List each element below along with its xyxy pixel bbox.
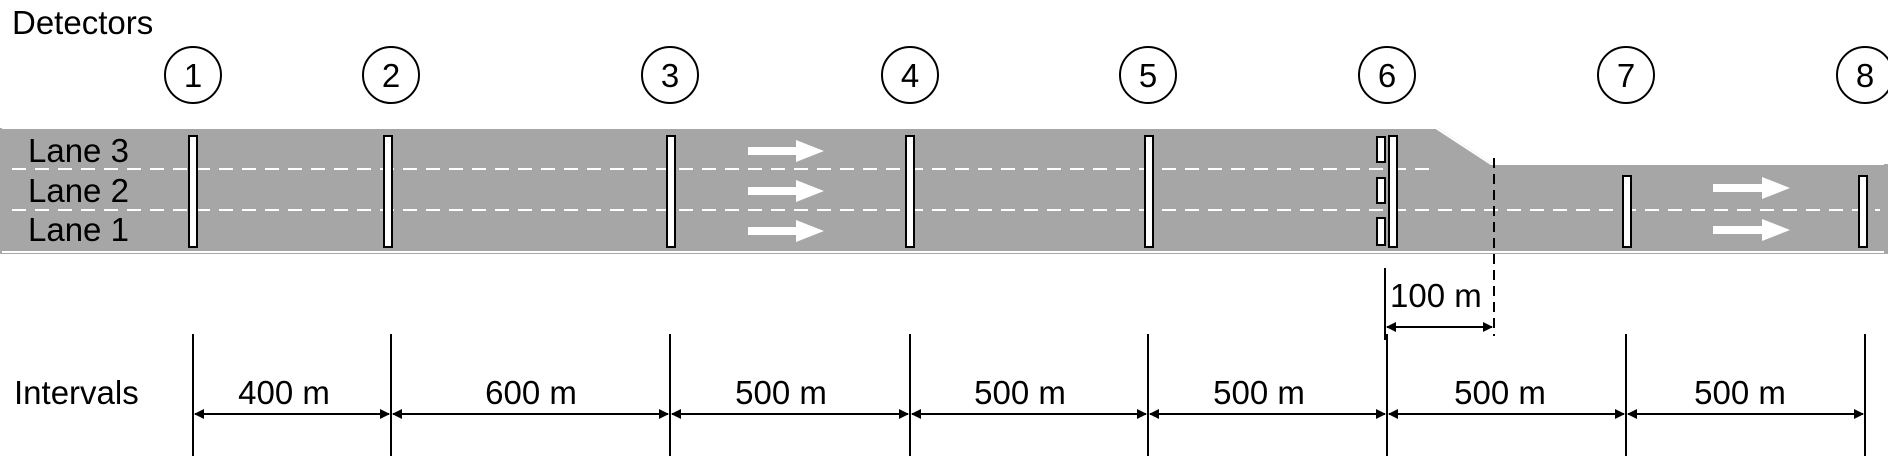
detector-loop-5 [1144, 135, 1154, 248]
detector-badge-4: 4 [881, 46, 939, 104]
lane-label-3: Lane 3 [28, 132, 129, 169]
detector-loop-3 [666, 135, 676, 248]
detector-number: 8 [1856, 57, 1874, 94]
interval-label-5: 500 m [1213, 374, 1305, 411]
detector-badge-8: 8 [1836, 46, 1888, 104]
lane-label-2: Lane 2 [28, 172, 129, 209]
road-top-edge [2, 127, 1884, 165]
interval-label-2: 600 m [485, 374, 577, 411]
traffic-arrow-icon [1713, 219, 1790, 241]
interval-label-4: 500 m [974, 374, 1066, 411]
detector-loop-6a-lane1 [1376, 217, 1386, 246]
interval-labels: 400 m 600 m 500 m 500 m 500 m 500 m 500 … [238, 374, 1786, 411]
detector-badge-5: 5 [1119, 46, 1177, 104]
detector-loop-6a-lane2 [1376, 177, 1386, 204]
detectors-title: Detectors [12, 4, 153, 41]
lane-drop-marker: 100 m [1384, 158, 1495, 340]
detector-badge-7: 7 [1597, 46, 1655, 104]
detector-number: 3 [661, 57, 679, 94]
detector-badge-6: 6 [1358, 46, 1416, 104]
detector-badge-3: 3 [641, 46, 699, 104]
detector-number: 2 [382, 57, 400, 94]
interval-label-6: 500 m [1454, 374, 1546, 411]
lane-label-1: Lane 1 [28, 211, 129, 248]
detector-badge-1: 1 [164, 46, 222, 104]
detector-number: 5 [1139, 57, 1157, 94]
traffic-arrow-icon [748, 140, 824, 162]
traffic-arrow-icon [748, 220, 824, 242]
detector-badges: 1 2 3 4 5 6 7 8 [164, 46, 1888, 104]
detector-loop-7 [1622, 175, 1632, 248]
detector-number: 6 [1378, 57, 1396, 94]
detector-loops [188, 135, 1868, 248]
intervals-label: Intervals [14, 374, 139, 411]
detector-number: 4 [901, 57, 919, 94]
traffic-arrows [748, 140, 1790, 242]
detector-loop-2 [383, 135, 393, 248]
detector-loop-8 [1858, 175, 1868, 248]
interval-label-7: 500 m [1694, 374, 1786, 411]
traffic-arrow-icon [1713, 177, 1790, 199]
interval-label-3: 500 m [735, 374, 827, 411]
traffic-arrow-icon [748, 180, 824, 202]
interval-label-1: 400 m [238, 374, 330, 411]
detector-number: 1 [184, 57, 202, 94]
detector-badge-2: 2 [362, 46, 420, 104]
detector-number: 7 [1617, 57, 1635, 94]
interval-ticks [192, 334, 1866, 456]
detector-loop-6a-lane3 [1376, 136, 1386, 163]
lane-drop-offset-label: 100 m [1390, 277, 1482, 314]
road-surface [0, 128, 1888, 254]
detector-loop-6 [1388, 135, 1398, 248]
detector-loop-1 [188, 135, 198, 248]
detector-loop-4 [905, 135, 915, 248]
road [0, 127, 1888, 254]
